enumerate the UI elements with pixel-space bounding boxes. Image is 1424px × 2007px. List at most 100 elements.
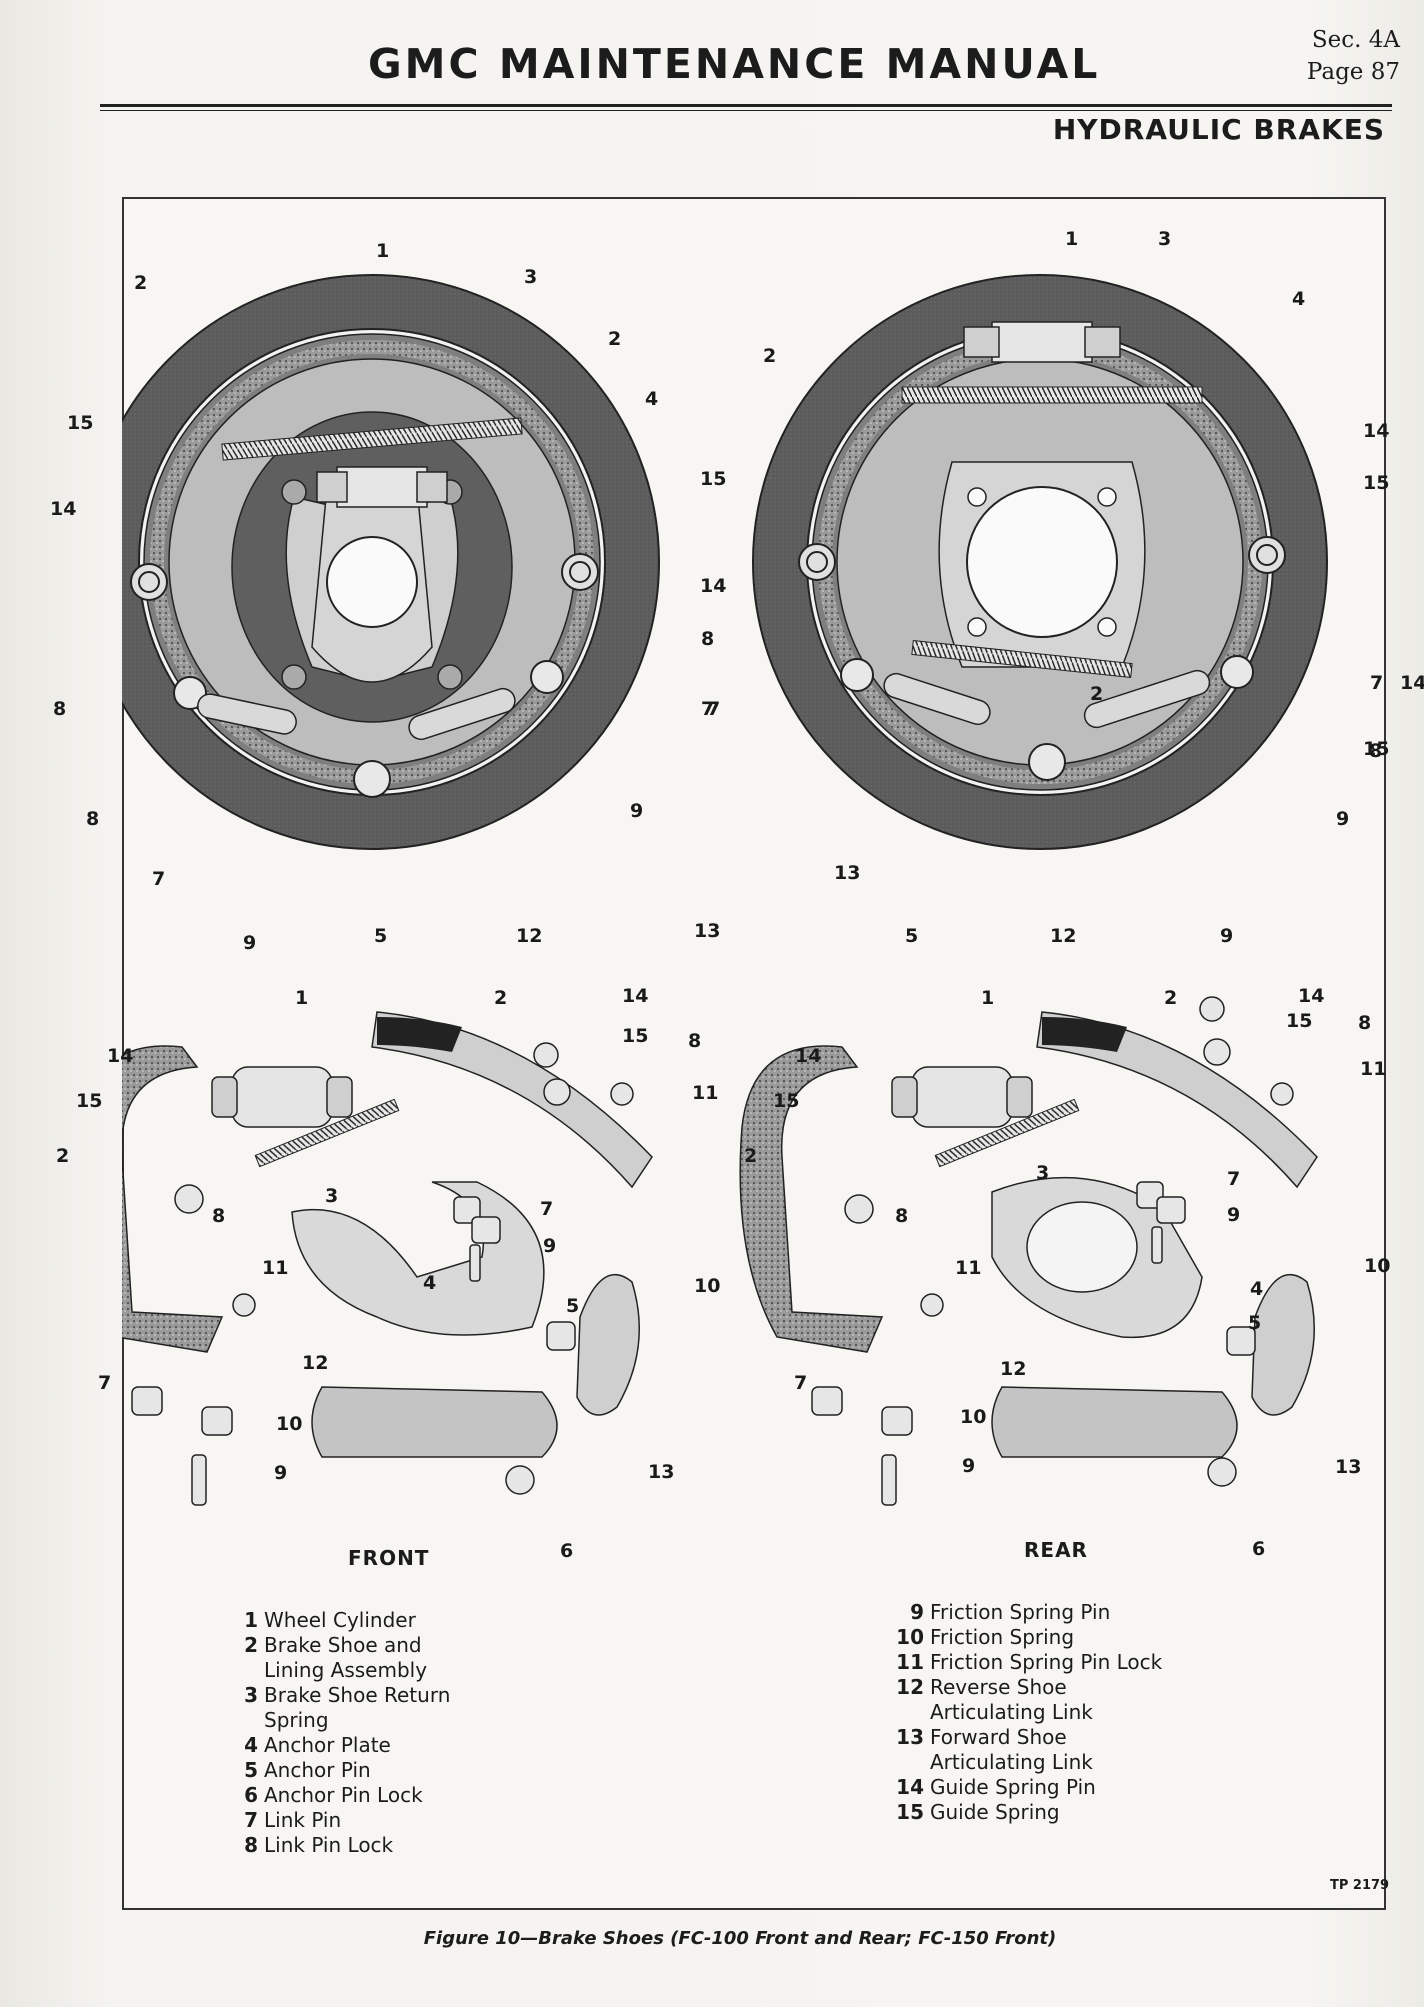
- section-page-block: Sec. 4A Page 87: [1270, 24, 1400, 88]
- legend-text: Forward Shoe Articulating Link: [930, 1725, 1093, 1774]
- callout-number: 7: [794, 1372, 808, 1394]
- page-number: Page 87: [1306, 59, 1400, 85]
- callout-number: 5: [374, 925, 388, 947]
- callout-number: 13: [1335, 1456, 1362, 1478]
- callout-number: 8: [895, 1205, 909, 1227]
- legend-number: 6: [244, 1783, 258, 1807]
- legend-text: Guide Spring: [930, 1800, 1060, 1824]
- callout-number: 8: [701, 628, 715, 650]
- rear-exploded-forward-link: [1251, 1273, 1315, 1416]
- legend-text: Link Pin Lock: [264, 1833, 394, 1857]
- rear-mounting-holes: [967, 487, 1117, 637]
- callout-number: 2: [1164, 987, 1178, 1009]
- manual-title: GMC MAINTENANCE MANUAL: [368, 40, 1101, 88]
- front-hub-hole: [326, 536, 418, 628]
- front-wheel-cylinder-cap-left: [316, 471, 348, 503]
- front-return-spring: [221, 417, 523, 461]
- callout-number: 5: [905, 925, 919, 947]
- callout-number: 11: [1360, 1058, 1387, 1080]
- rear-exploded-anchor-hole: [1026, 1201, 1138, 1293]
- front-exploded-shoe-left: [122, 1045, 224, 1353]
- callout-number: 7: [701, 698, 715, 720]
- callout-number: 14: [1298, 985, 1325, 1007]
- callout-number: 11: [955, 1257, 982, 1279]
- callout-number: 15: [1286, 1010, 1313, 1032]
- front-exploded-lining-strip: [377, 1017, 462, 1052]
- callout-number: 4: [1292, 288, 1306, 310]
- section-title: HYDRAULIC BRAKES: [1052, 113, 1385, 146]
- callout-number: 12: [302, 1352, 329, 1374]
- callout-number: 15: [1363, 738, 1390, 760]
- legend-text: Anchor Pin: [264, 1758, 371, 1782]
- legend-number: 8: [244, 1833, 258, 1857]
- callout-number: 15: [773, 1090, 800, 1112]
- callout-number: 10: [960, 1406, 987, 1428]
- brake-illustration: 1: [122, 274, 1328, 1506]
- callout-number: 4: [423, 1272, 437, 1294]
- callout-number: 14: [1363, 420, 1390, 442]
- legend-text: Wheel Cylinder: [264, 1608, 416, 1632]
- callout-number: 3: [524, 266, 538, 288]
- callout-number: 7: [707, 698, 721, 720]
- legend-number: 10: [896, 1625, 924, 1649]
- callout-number: 2: [744, 1145, 758, 1167]
- rear-lower-spring: [911, 639, 1133, 679]
- callout-number: 14: [795, 1045, 822, 1067]
- legend-text: Anchor Pin Lock: [264, 1783, 423, 1807]
- legend-text: Guide Spring Pin: [930, 1775, 1096, 1799]
- legend-number: 2: [244, 1633, 258, 1657]
- rear-exploded-lining-strip: [1042, 1017, 1127, 1052]
- front-exploded-return-spring: [254, 1098, 400, 1168]
- callout-number: 6: [560, 1540, 574, 1562]
- callout-number: 14: [107, 1045, 134, 1067]
- rear-return-spring: [901, 386, 1203, 404]
- callout-number: 14: [622, 985, 649, 1007]
- callout-number: 15: [622, 1025, 649, 1047]
- legend-text: Reverse Shoe Articulating Link: [930, 1675, 1093, 1724]
- callout-number: 9: [1227, 1204, 1241, 1226]
- legend-number: 12: [896, 1675, 924, 1699]
- callout-number: 14: [1400, 672, 1424, 694]
- rear-hub-hole: [966, 486, 1118, 638]
- legend-number: 13: [896, 1725, 924, 1749]
- front-exploded-forward-link: [576, 1273, 640, 1416]
- callout-number: 9: [543, 1235, 557, 1257]
- callout-number: 8: [1358, 1012, 1372, 1034]
- callout-number: 8: [688, 1030, 702, 1052]
- callout-number: 13: [648, 1461, 675, 1483]
- rear-link-pins: [840, 655, 1254, 781]
- callout-number: 7: [540, 1198, 554, 1220]
- front-wheel-cylinder-cap-right: [416, 471, 448, 503]
- callout-number: 8: [1369, 740, 1383, 762]
- callout-number: 3: [325, 1185, 339, 1207]
- rear-exploded-wheel-cylinder: [891, 1066, 1033, 1128]
- header-rule-thin: [100, 110, 1392, 111]
- callout-number: 13: [834, 862, 861, 884]
- callout-number: 7: [1227, 1168, 1241, 1190]
- rear-guide-springs: [798, 536, 1286, 581]
- rear-wheel-cylinder-cap-left: [963, 326, 1000, 358]
- callout-number: 2: [56, 1145, 70, 1167]
- front-link-pins: [173, 660, 564, 798]
- callout-number: 4: [645, 388, 659, 410]
- callout-number: 12: [1050, 925, 1077, 947]
- legend-number: 7: [244, 1808, 258, 1832]
- callout-number: 2: [494, 987, 508, 1009]
- callout-number: 2: [1090, 683, 1104, 705]
- callout-number: 7: [152, 868, 166, 890]
- legend-text: Brake Shoe Return Spring: [264, 1683, 451, 1732]
- callout-number: 14: [700, 575, 727, 597]
- rear-label: REAR: [1024, 1538, 1088, 1562]
- legend-number: 15: [896, 1800, 924, 1824]
- callout-number: 2: [134, 272, 148, 294]
- callout-number: 1: [981, 987, 995, 1009]
- legend-number: 5: [244, 1758, 258, 1782]
- rear-exploded-shoe-left: [739, 1045, 884, 1353]
- callout-number: 3: [1036, 1162, 1050, 1184]
- legend-text: Friction Spring: [930, 1625, 1075, 1649]
